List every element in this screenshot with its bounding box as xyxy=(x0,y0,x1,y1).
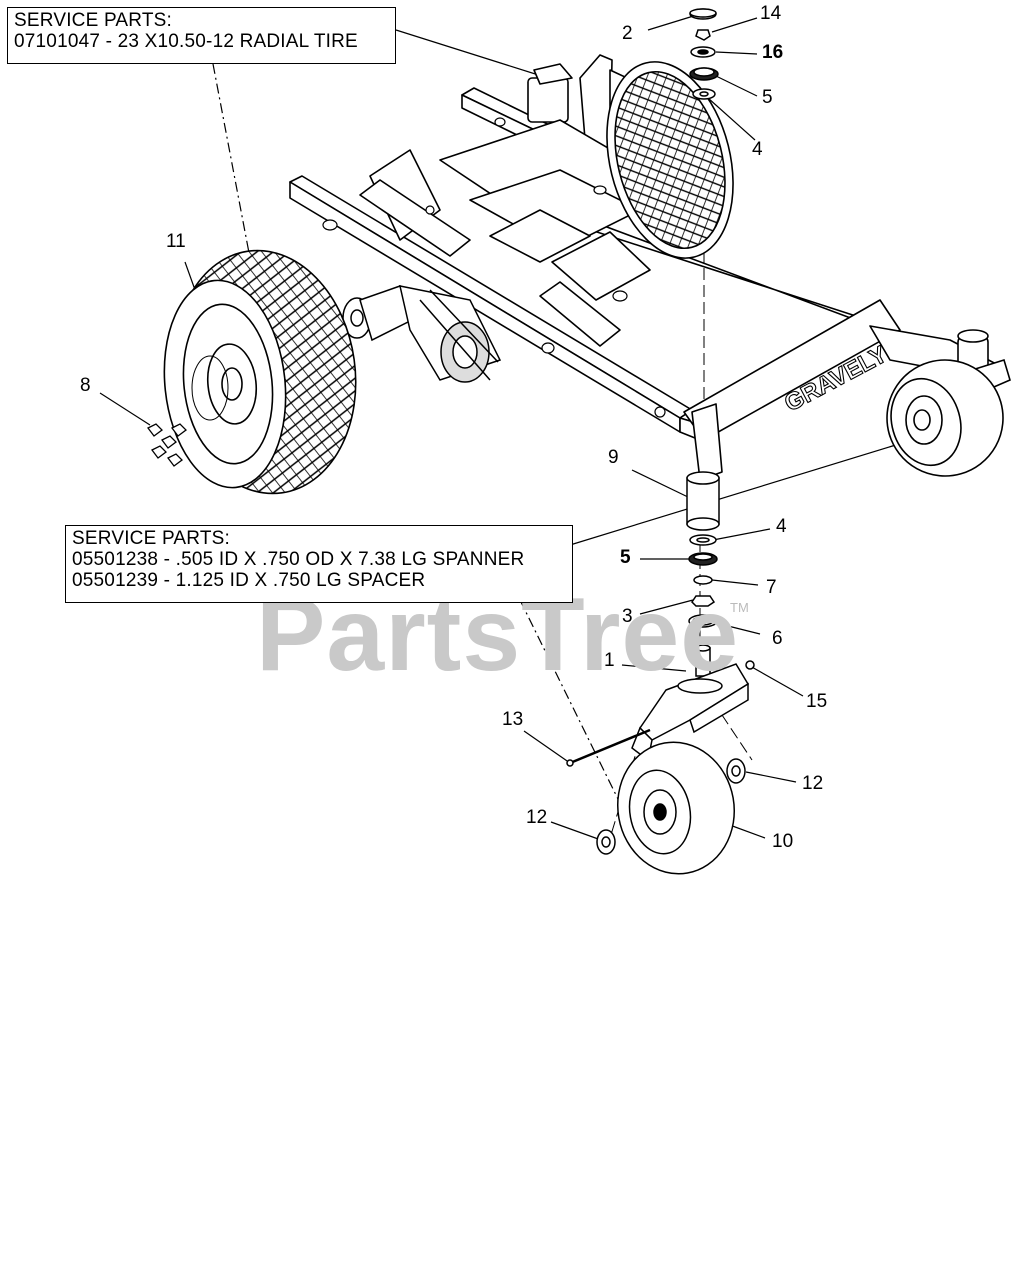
part-number-2[interactable]: 2 xyxy=(622,23,633,44)
rear-right-tire xyxy=(606,61,734,259)
callout-line: 07101047 - 23 X10.50-12 RADIAL TIRE xyxy=(14,31,358,52)
part-number-14[interactable]: 14 xyxy=(760,3,782,24)
part-number-6[interactable]: 6 xyxy=(772,628,783,649)
caster-hardware-bottom xyxy=(566,471,755,875)
part-number-13[interactable]: 13 xyxy=(502,709,524,730)
part-number-15[interactable]: 15 xyxy=(806,691,828,712)
right-caster-wheel xyxy=(886,329,1011,477)
lug-nuts xyxy=(147,423,187,467)
part-number-7[interactable]: 7 xyxy=(766,577,777,598)
callout-line: 05501239 - 1.125 ID X .750 LG SPACER xyxy=(72,570,426,591)
part-number-4[interactable]: 4 xyxy=(776,516,787,537)
service-parts-callout-middle: SERVICE PARTS: 05501238 - .505 ID X .750… xyxy=(65,525,573,603)
callout-heading: SERVICE PARTS: xyxy=(72,528,231,549)
mower-frame xyxy=(289,54,1001,481)
hydro-motor xyxy=(342,285,502,383)
part-number-8[interactable]: 8 xyxy=(80,375,91,396)
part-number-5[interactable]: 5 xyxy=(620,547,631,568)
part-number-5[interactable]: 5 xyxy=(762,87,773,108)
caster-hardware-top xyxy=(689,8,719,100)
part-number-11[interactable]: 11 xyxy=(166,231,186,252)
part-number-3[interactable]: 3 xyxy=(622,606,633,627)
part-number-12[interactable]: 12 xyxy=(526,807,548,828)
watermark-trademark: TM xyxy=(730,600,749,615)
part-number-16[interactable]: 16 xyxy=(762,42,784,63)
callout-heading: SERVICE PARTS: xyxy=(14,10,173,31)
part-number-1[interactable]: 1 xyxy=(604,650,615,671)
part-number-10[interactable]: 10 xyxy=(772,831,794,852)
service-parts-callout-top: SERVICE PARTS: 07101047 - 23 X10.50-12 R… xyxy=(7,7,396,64)
part-number-4[interactable]: 4 xyxy=(752,139,763,160)
part-number-9[interactable]: 9 xyxy=(608,447,619,468)
callout-line: 05501238 - .505 ID X .750 OD X 7.38 LG S… xyxy=(72,549,525,570)
left-drive-tire xyxy=(163,249,357,495)
part-number-12[interactable]: 12 xyxy=(802,773,824,794)
